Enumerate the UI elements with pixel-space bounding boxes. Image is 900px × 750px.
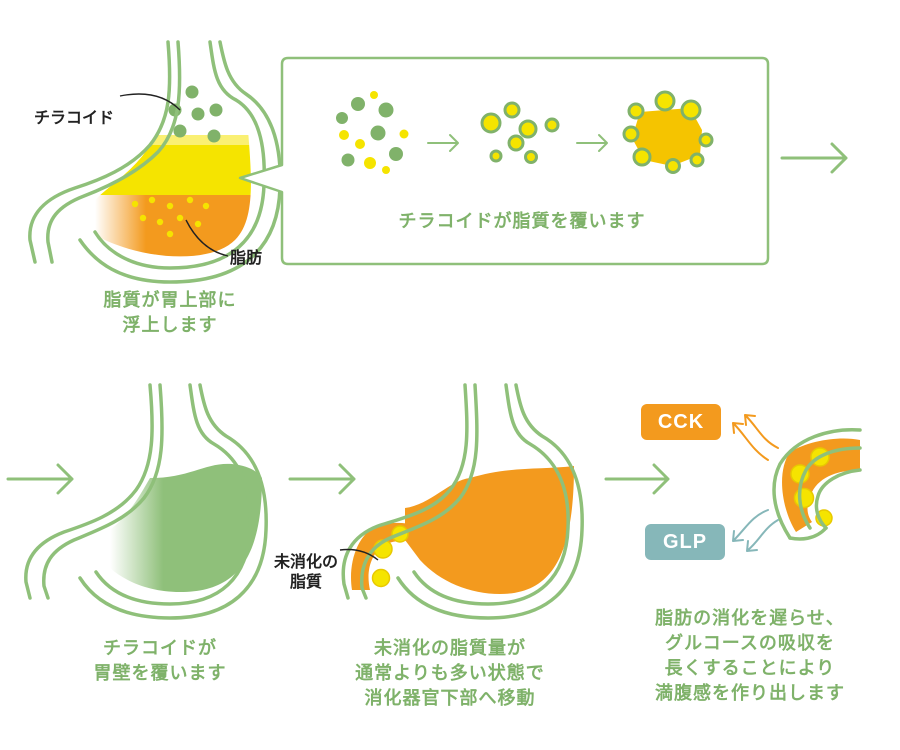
stomach-icon-step3 (339, 383, 584, 620)
label-line: 未消化の (273, 552, 338, 571)
mixed-particles (336, 91, 409, 174)
caption-line: 満腹感を作り出します (655, 683, 845, 704)
glp-badge: GLP (645, 524, 725, 560)
caption-step3: 未消化の脂質量が 通常よりも多い状態で 消化器官下部へ移動 (310, 636, 590, 711)
caption-line: 脂肪の消化を遅らせ、 (655, 608, 845, 629)
fused-particles (622, 90, 714, 174)
callout-caption: チラコイドが脂質を覆います (398, 211, 646, 232)
label-fat: 脂肪 (230, 248, 263, 267)
intestine-icon (772, 428, 862, 541)
label-thyracoid: チラコイド (34, 108, 115, 127)
cck-badge: CCK (641, 404, 721, 440)
arrow-right-icon (427, 134, 459, 152)
label-undigested-fat: 未消化の 脂質 (266, 552, 346, 592)
arrow-right-icon (288, 463, 356, 495)
callout-box (238, 56, 770, 266)
label-line: 脂質 (289, 572, 322, 591)
caption-line: 胃壁を覆います (93, 663, 227, 684)
arrow-right-icon (604, 463, 670, 495)
coated-particles (480, 101, 560, 164)
caption-step1: 脂質が胃上部に 浮上します (70, 288, 270, 338)
caption-line: グルコースの吸収を (665, 633, 835, 654)
leader-line-fat (185, 219, 229, 257)
stomach-icon-step2 (24, 383, 268, 620)
stomach-icon-step1 (28, 40, 282, 284)
leader-line-undigested (339, 548, 379, 561)
arrow-right-icon (780, 142, 848, 174)
caption-line: 通常よりも多い状態で (355, 663, 545, 684)
caption-line: 長くすることにより (664, 658, 836, 679)
caption-line: 浮上します (122, 315, 218, 336)
caption-line: 脂質が胃上部に (103, 290, 237, 311)
caption-line: 未消化の脂質量が (374, 638, 526, 659)
signal-arrow-icon-cck (732, 414, 779, 461)
leader-line-thyracoid (119, 93, 181, 111)
arrow-right-icon (6, 463, 74, 495)
caption-step2: チラコイドが 胃壁を覆います (60, 636, 260, 686)
caption-line: チラコイドが (103, 638, 217, 659)
arrow-right-icon (576, 134, 608, 152)
signal-arrow-icon-glp (732, 509, 779, 552)
caption-line: 消化器官下部へ移動 (364, 688, 536, 709)
caption-step4: 脂肪の消化を遅らせ、 グルコースの吸収を 長くすることにより 満腹感を作り出しま… (620, 606, 880, 706)
